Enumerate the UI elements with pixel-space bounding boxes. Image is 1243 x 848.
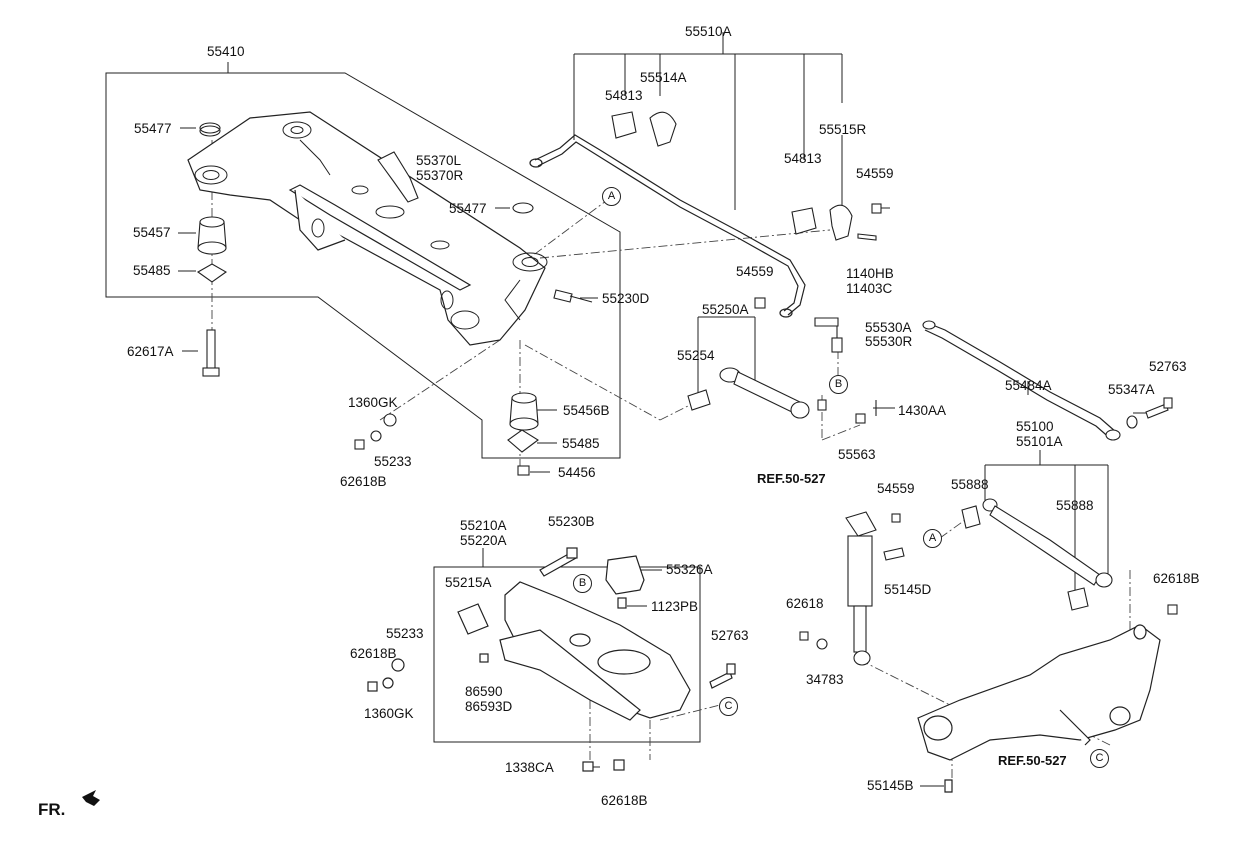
part-label-34783: 34783 <box>806 672 844 687</box>
part-label-52763: 52763 <box>1149 359 1187 374</box>
part-label-55485: 55485 <box>562 436 600 451</box>
part-label-55485: 55485 <box>133 263 171 278</box>
callout-c: C <box>1090 749 1109 768</box>
part-label-55145b: 55145B <box>867 778 914 793</box>
part-label-1430aa: 1430AA <box>898 403 947 418</box>
part-label-55230b: 55230B <box>548 514 595 529</box>
part-label-55888: 55888 <box>951 477 989 492</box>
part-label-55888: 55888 <box>1056 498 1094 513</box>
part-label-55233: 55233 <box>374 454 412 469</box>
reference-label: REF.50-527 <box>757 471 826 486</box>
part-label-55326a: 55326A <box>666 562 713 577</box>
part-label-55220a: 55220A <box>460 533 507 548</box>
part-label-55477: 55477 <box>449 201 487 216</box>
part-label-55515r: 55515R <box>819 122 867 137</box>
callout-b: B <box>573 574 592 593</box>
part-label-55530a: 55530A <box>865 320 912 335</box>
part-label-55233: 55233 <box>386 626 424 641</box>
part-label-55215a: 55215A <box>445 575 492 590</box>
front-direction-label: FR. <box>38 800 66 819</box>
callout-a: A <box>602 187 621 206</box>
part-label-1338ca: 1338CA <box>505 760 554 775</box>
part-label-55370l: 55370L <box>416 153 462 168</box>
reference-label: REF.50-527 <box>998 753 1067 768</box>
part-label-55347a: 55347A <box>1108 382 1155 397</box>
part-label-55145d: 55145D <box>884 582 932 597</box>
part-label-1140hb: 1140HB <box>846 266 894 281</box>
part-label-55101a: 55101A <box>1016 434 1063 449</box>
part-label-62618: 62618 <box>786 596 824 611</box>
part-label-55410: 55410 <box>207 44 245 59</box>
part-label-86590: 86590 <box>465 684 503 699</box>
part-label-55230d: 55230D <box>602 291 650 306</box>
part-label-55530r: 55530R <box>865 334 913 349</box>
part-label-54456: 54456 <box>558 465 596 480</box>
callout-b: B <box>829 375 848 394</box>
part-label-55370r: 55370R <box>416 168 464 183</box>
part-label-55510a: 55510A <box>685 24 732 39</box>
part-label-55477: 55477 <box>134 121 172 136</box>
part-label-55484a: 55484A <box>1005 378 1052 393</box>
part-label-52763: 52763 <box>711 628 749 643</box>
part-label-55250a: 55250A <box>702 302 749 317</box>
part-label-1123pb: 1123PB <box>651 599 699 614</box>
part-label-54559: 54559 <box>736 264 774 279</box>
part-label-55514a: 55514A <box>640 70 687 85</box>
callout-a: A <box>923 529 942 548</box>
part-label-55100: 55100 <box>1016 419 1054 434</box>
part-label-54813: 54813 <box>784 151 822 166</box>
part-label-55457: 55457 <box>133 225 171 240</box>
part-label-62617a: 62617A <box>127 344 174 359</box>
part-label-54559: 54559 <box>856 166 894 181</box>
part-label-54559: 54559 <box>877 481 915 496</box>
part-label-1360gk: 1360GK <box>348 395 398 410</box>
part-label-62618b: 62618B <box>340 474 387 489</box>
part-label-62618b: 62618B <box>1153 571 1200 586</box>
part-label-62618b: 62618B <box>601 793 648 808</box>
part-label-62618b: 62618B <box>350 646 397 661</box>
part-label-55563: 55563 <box>838 447 876 462</box>
part-label-55210a: 55210A <box>460 518 507 533</box>
callout-c: C <box>719 697 738 716</box>
part-label-11403c: 11403C <box>846 281 893 296</box>
part-label-55254: 55254 <box>677 348 715 363</box>
part-label-54813: 54813 <box>605 88 643 103</box>
part-label-86593d: 86593D <box>465 699 513 714</box>
part-label-1360gk: 1360GK <box>364 706 414 721</box>
part-label-55456b: 55456B <box>563 403 610 418</box>
